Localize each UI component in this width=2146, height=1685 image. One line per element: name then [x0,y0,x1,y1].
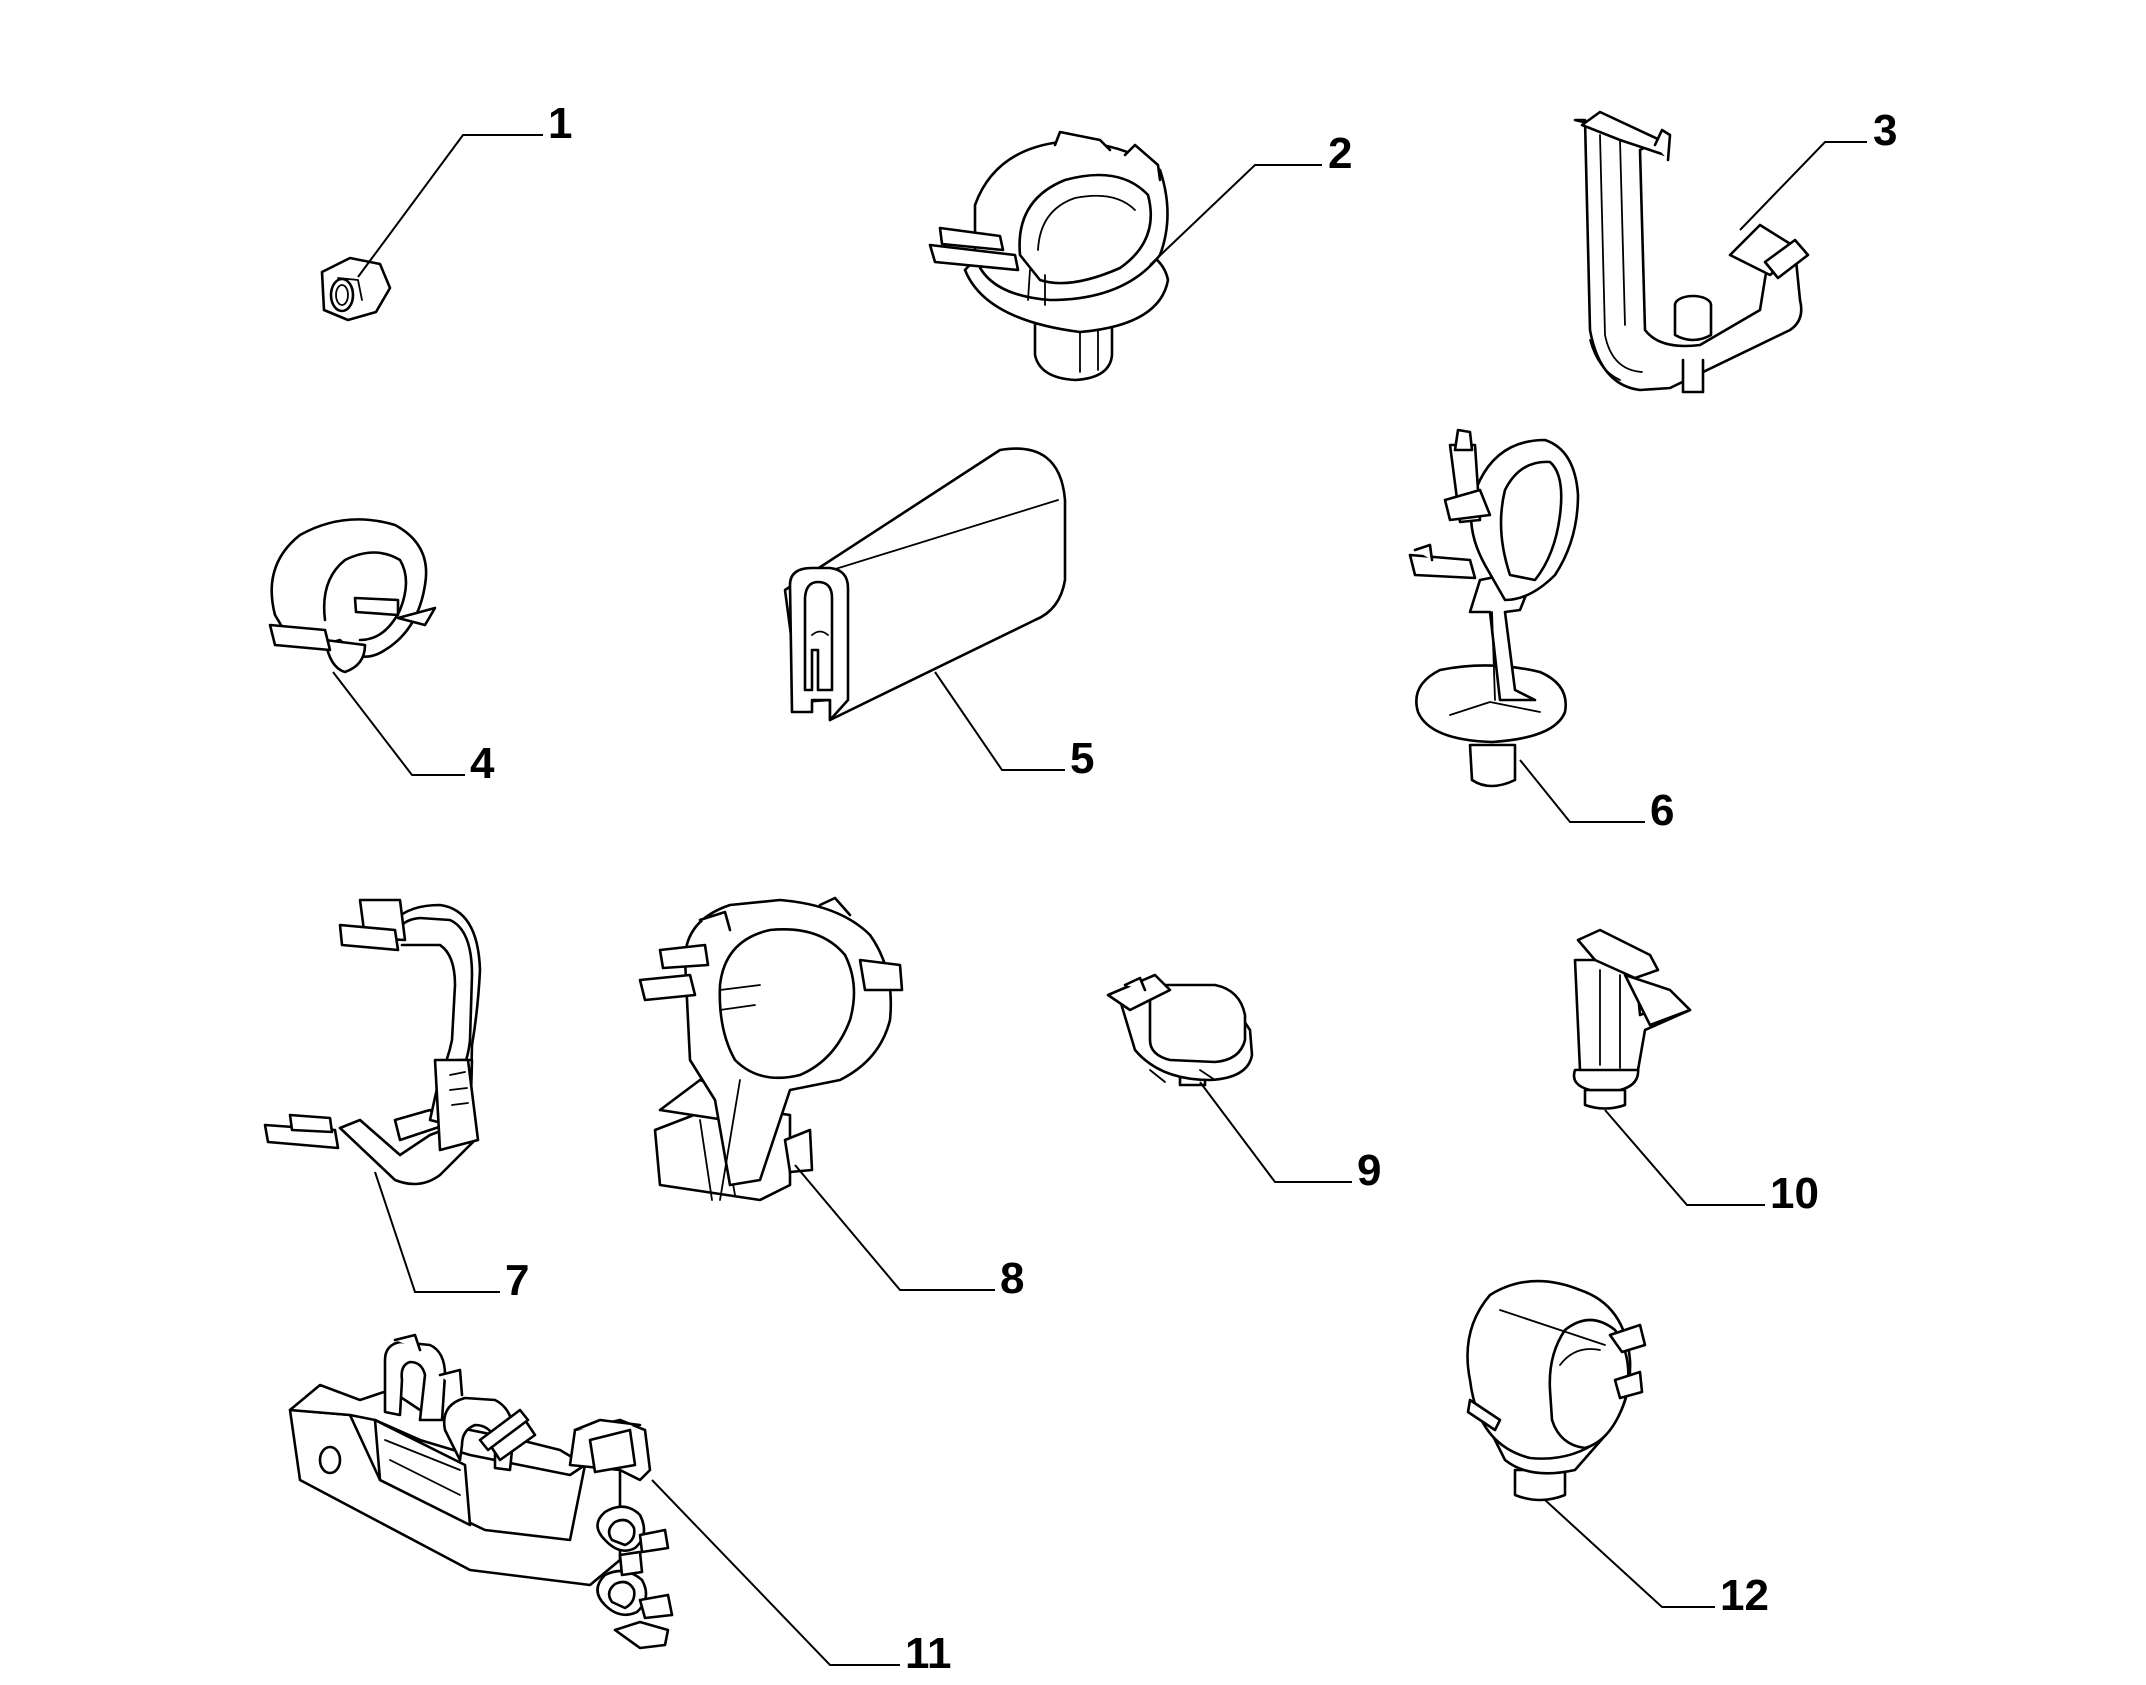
part-12-ring-clamp[interactable] [1466,1279,1647,1502]
part-3-double-bracket[interactable] [1573,110,1810,394]
leader-11 [651,1479,900,1666]
callout-6: 6 [1650,786,1674,835]
callout-12: 12 [1720,1571,1769,1620]
callout-1: 1 [548,99,572,148]
part-1-hex-nut[interactable] [320,256,392,322]
leader-6 [1519,759,1645,823]
part-10-small-c-clip[interactable] [1572,928,1692,1110]
leader-2 [1149,164,1322,266]
part-5-edge-trim[interactable] [783,447,1067,722]
callout-9: 9 [1357,1146,1381,1195]
leader-12 [1544,1499,1715,1608]
callout-4: 4 [470,739,495,788]
part-4-ring-clip[interactable] [268,518,437,674]
callout-10: 10 [1770,1169,1819,1218]
part-8-pipe-clamp[interactable] [638,896,904,1202]
callout-5: 5 [1070,734,1094,783]
part-2-oval-clip[interactable] [928,130,1170,382]
part-9-oval-clip[interactable] [1106,973,1254,1087]
leader-lines [332,134,1867,1666]
leader-9 [1199,1081,1352,1183]
part-6-post-clip[interactable] [1408,428,1580,788]
callout-2: 2 [1328,129,1352,178]
callout-3: 3 [1873,106,1897,155]
leader-4 [332,671,465,776]
callout-8: 8 [1000,1254,1024,1303]
leader-3 [1739,141,1867,231]
part-7-c-clip[interactable] [263,898,482,1186]
leader-8 [794,1164,995,1291]
part-11-harness-bracket[interactable] [288,1333,674,1650]
leader-5 [934,671,1065,771]
callout-11: 11 [905,1629,952,1678]
leader-7 [374,1171,500,1293]
leader-10 [1604,1109,1765,1206]
leader-1 [357,134,543,278]
callout-numbers: 1 2 3 4 5 6 7 8 9 10 11 12 [470,99,1897,1678]
callout-7: 7 [505,1256,529,1305]
